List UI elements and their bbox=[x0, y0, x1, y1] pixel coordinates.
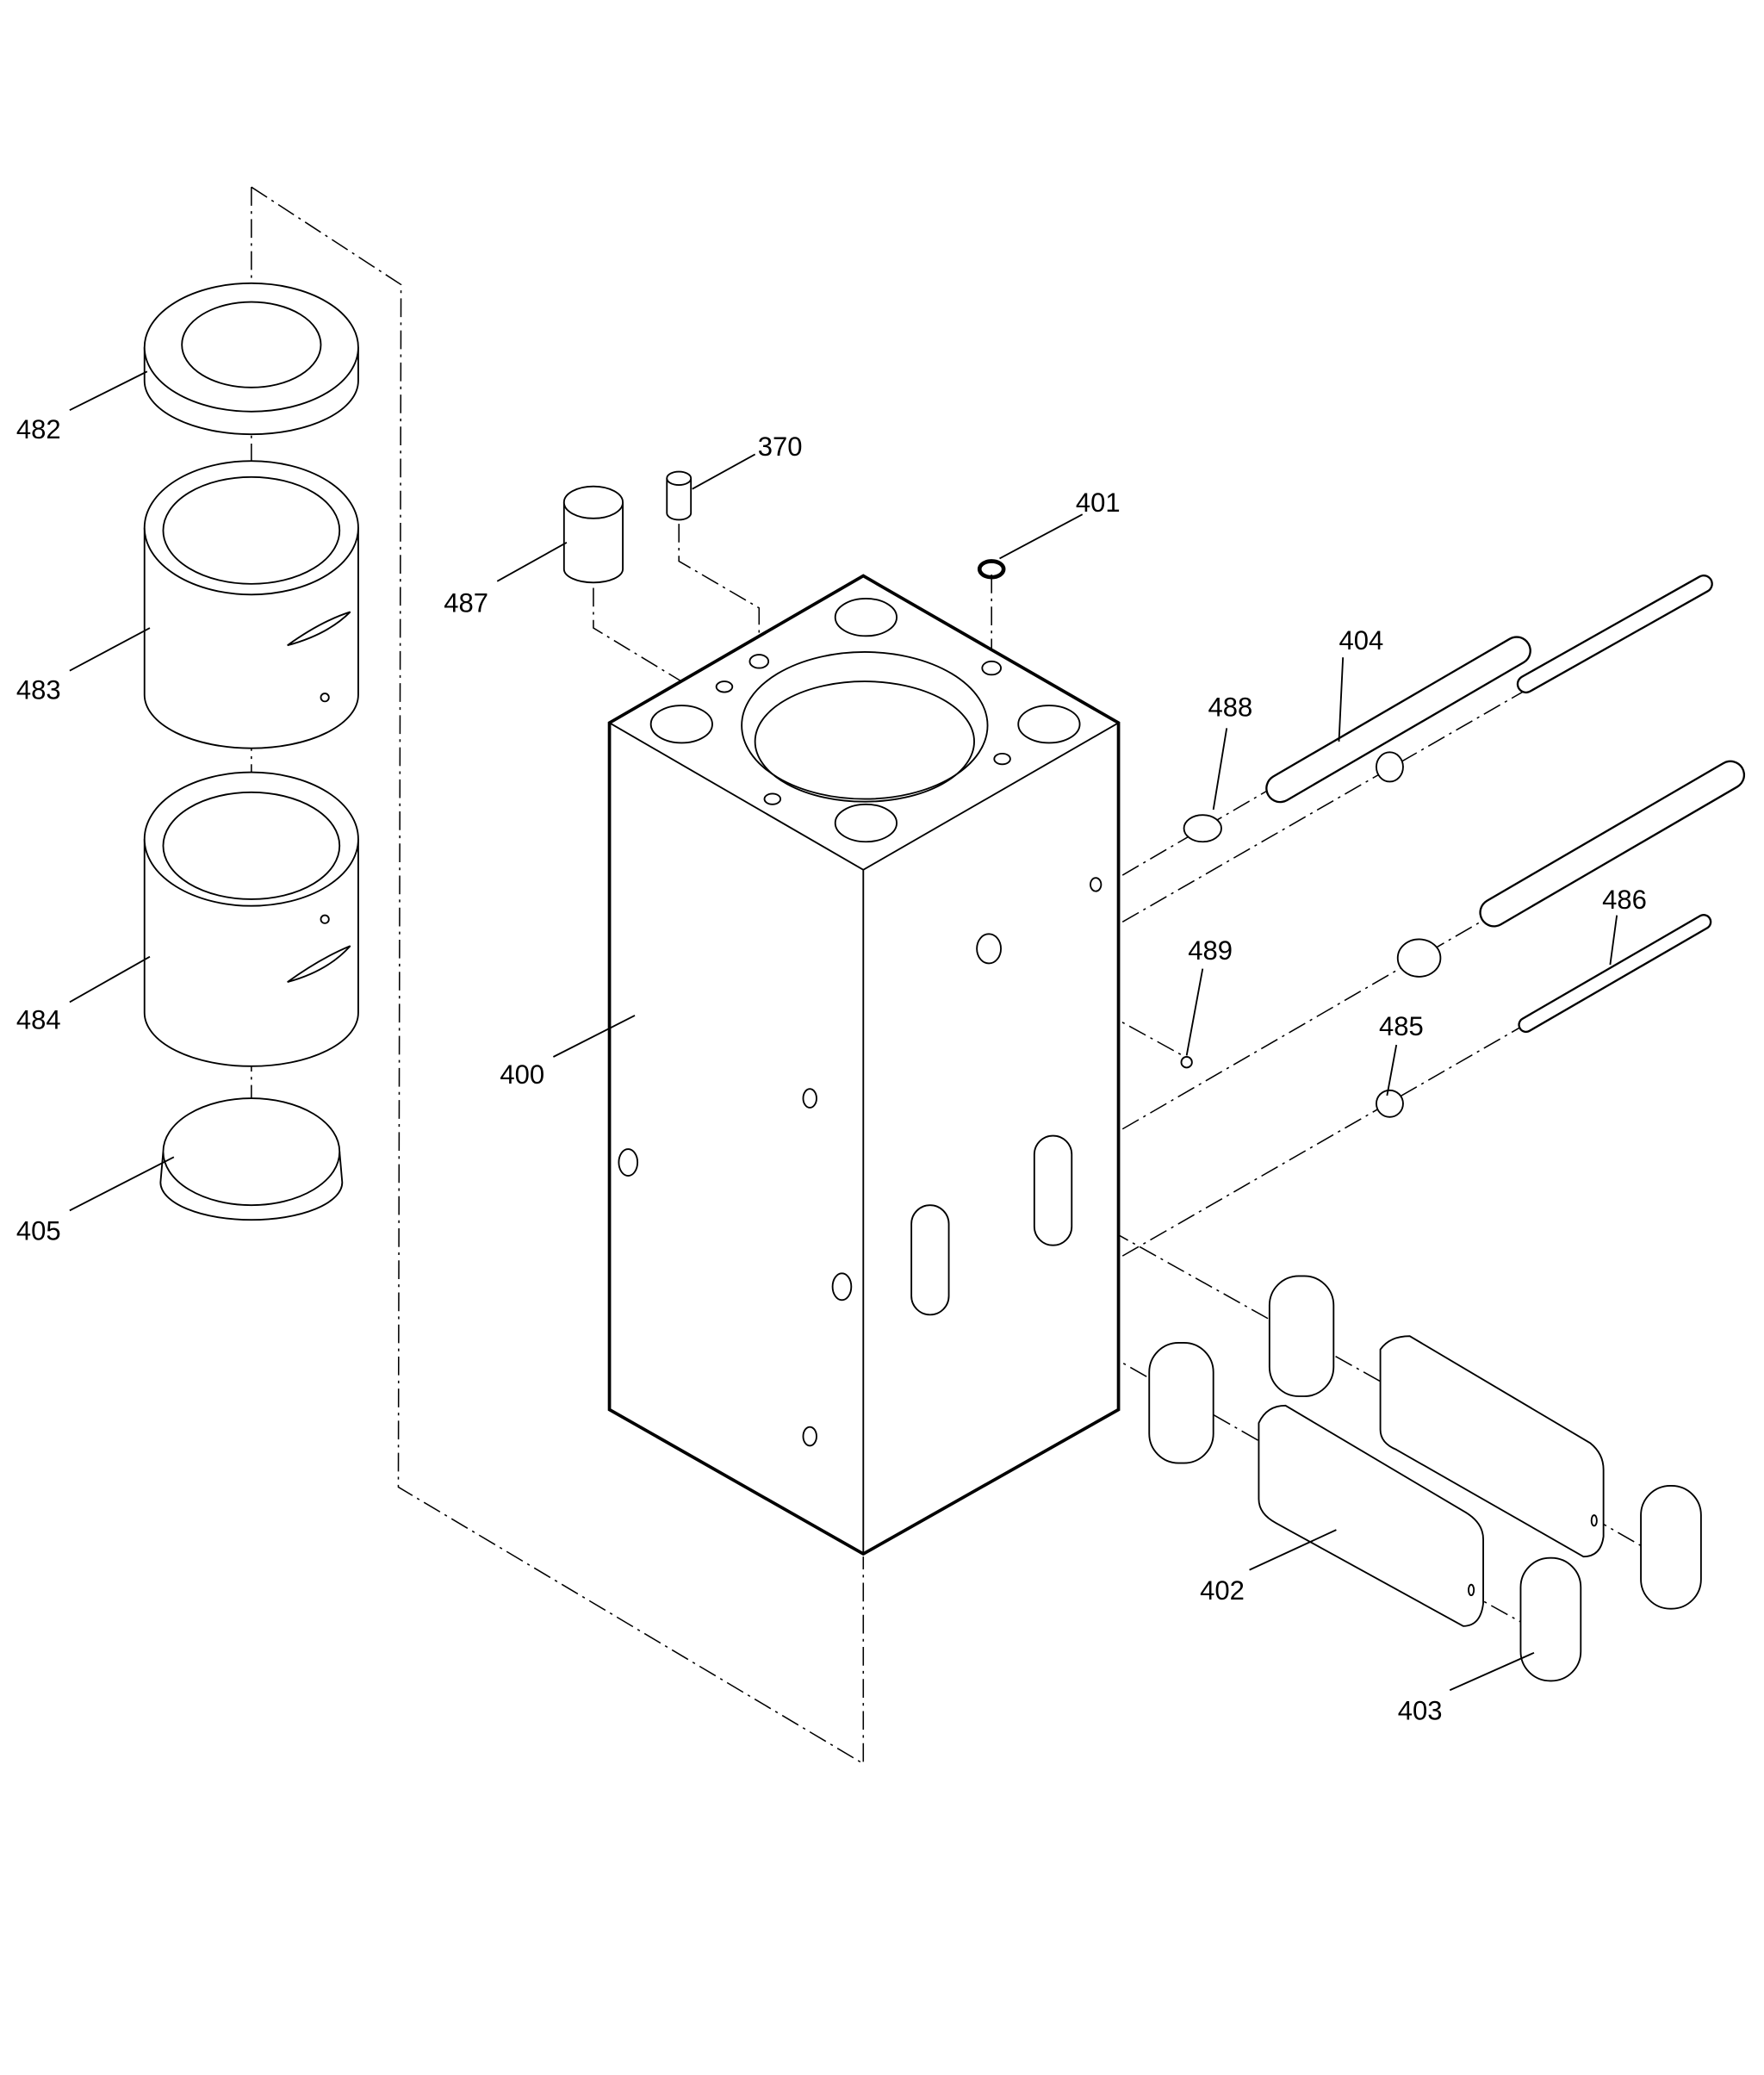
callout-487: 487 bbox=[444, 587, 488, 618]
pads-402 bbox=[1258, 1335, 1605, 1627]
sleeve-484 bbox=[143, 771, 359, 1067]
callout-404: 404 bbox=[1339, 625, 1384, 655]
pin-370 bbox=[666, 470, 693, 521]
housing-block-400 bbox=[607, 574, 1121, 1556]
callout-403: 403 bbox=[1398, 1695, 1443, 1725]
callout-484: 484 bbox=[16, 1004, 61, 1034]
callout-401: 401 bbox=[1076, 488, 1121, 518]
callout-485: 485 bbox=[1379, 1011, 1424, 1041]
leader-lines bbox=[69, 370, 1618, 1692]
sleeve-483 bbox=[143, 460, 359, 749]
rods bbox=[1265, 575, 1746, 1034]
callout-402: 402 bbox=[1200, 1575, 1245, 1606]
callout-489: 489 bbox=[1188, 935, 1233, 966]
cap-405 bbox=[159, 1097, 344, 1221]
bushings-small bbox=[1180, 751, 1442, 1118]
callout-400: 400 bbox=[500, 1059, 544, 1090]
callout-488: 488 bbox=[1208, 692, 1252, 722]
clips-403 bbox=[1148, 1275, 1702, 1682]
oring-401 bbox=[977, 559, 1006, 580]
callout-labels: 482 483 484 405 487 370 401 404 488 489 … bbox=[16, 414, 1647, 1726]
ring-482 bbox=[143, 282, 359, 436]
callout-482: 482 bbox=[16, 414, 61, 444]
callout-483: 483 bbox=[16, 674, 61, 705]
bushing-487 bbox=[562, 485, 624, 584]
callout-486: 486 bbox=[1602, 885, 1647, 915]
callout-370: 370 bbox=[758, 432, 803, 462]
callout-405: 405 bbox=[16, 1216, 61, 1246]
